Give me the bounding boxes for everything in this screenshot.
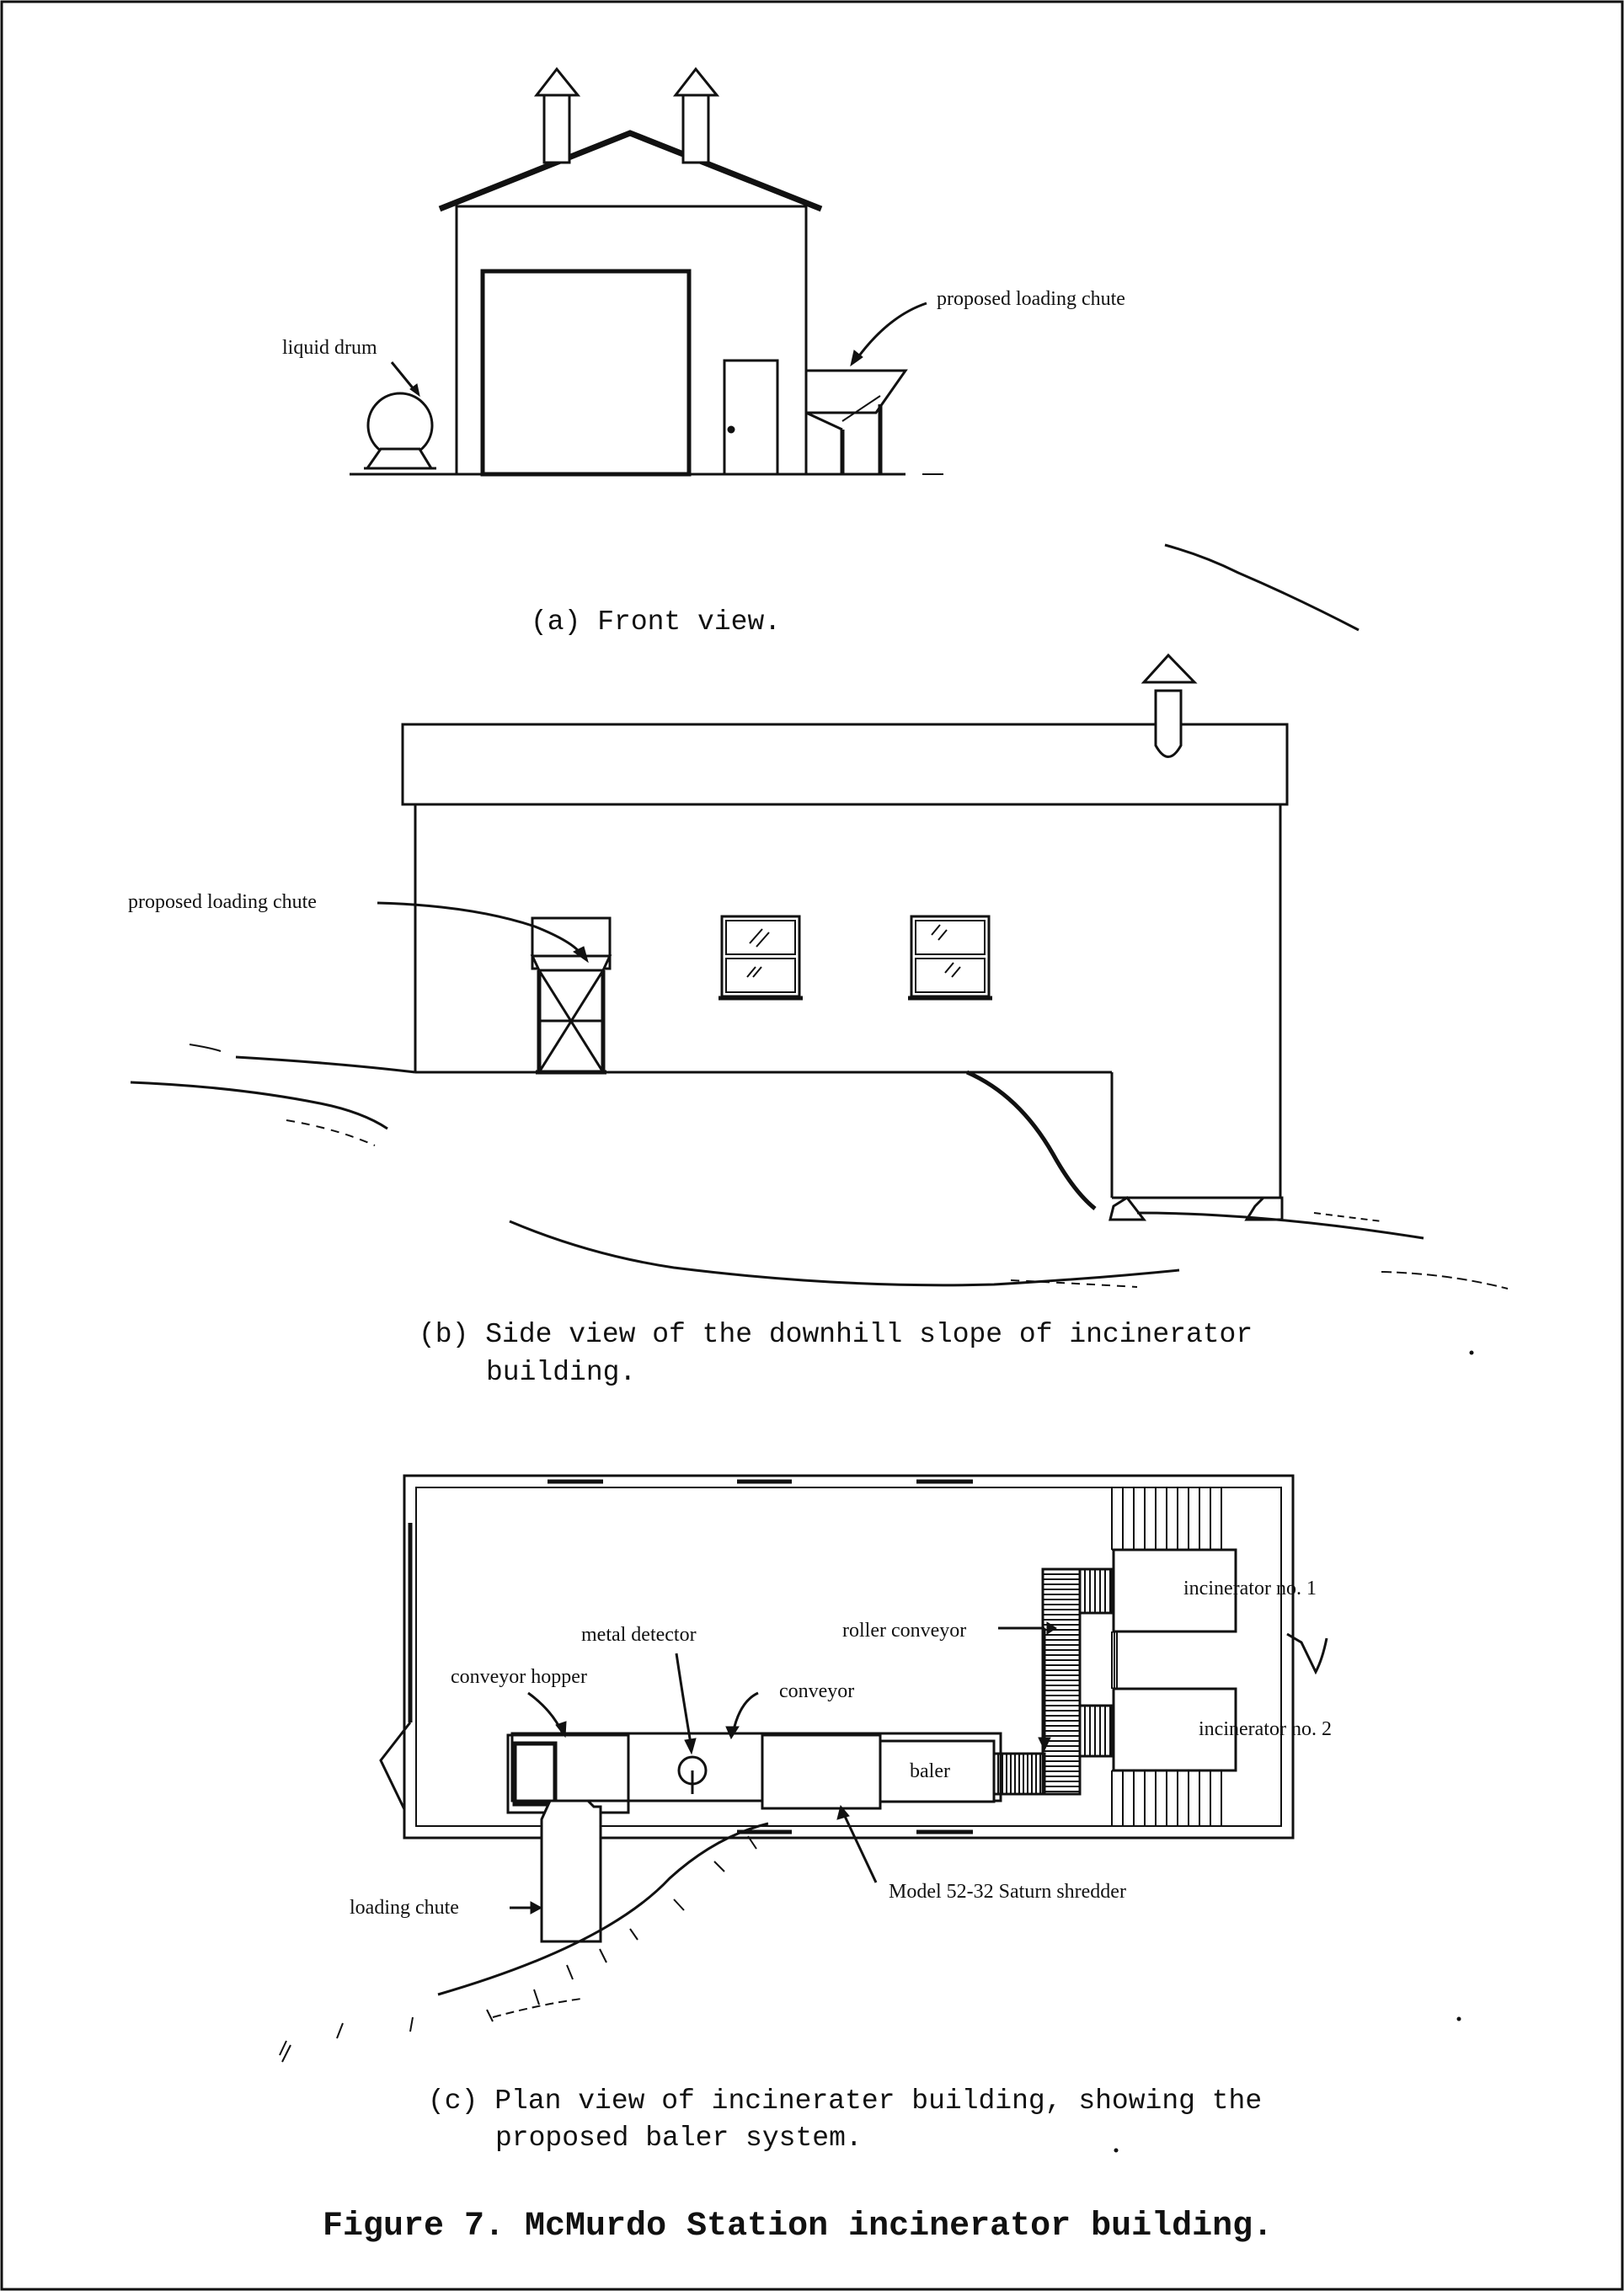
incinerator-2 — [1112, 1687, 1237, 1772]
front-view-drawing: liquid drum proposed loading chute — [282, 67, 1360, 632]
baler-label: baler — [910, 1760, 950, 1782]
plan-view-caption-line2: proposed baler system. — [495, 2123, 863, 2154]
conveyor-hopper-label: conveyor hopper — [451, 1666, 587, 1688]
plan-view-drawing: metal detector roller conveyor conveyor … — [279, 1474, 1332, 2063]
liquid-drum-arrow — [390, 361, 416, 391]
door-knob — [727, 425, 735, 434]
front-hill-line — [1164, 543, 1360, 632]
side-vent-stack — [1141, 653, 1198, 758]
plan-view-caption-line1: (c) Plan view of incinerater building, s… — [428, 2085, 1262, 2117]
side-chute-arrow — [377, 901, 583, 955]
plan-outer-wall — [403, 1474, 1295, 1840]
garage-door — [480, 269, 692, 477]
vent-stack-left — [533, 67, 581, 164]
front-chute-arrow — [856, 302, 927, 359]
vent-stack-right — [672, 67, 720, 164]
liquid-drum-label: liquid drum — [282, 337, 377, 359]
plan-loading-chute — [540, 1799, 602, 1943]
figure-caption: Figure 7. McMurdo Station incinerator bu… — [323, 2208, 1273, 2246]
baler — [879, 1739, 996, 1803]
hill-contour — [509, 1220, 1180, 1287]
front-loading-chute — [804, 369, 908, 474]
incinerator-2-label: incinerator no. 2 — [1199, 1718, 1332, 1740]
loading-chute-label: loading chute — [350, 1897, 459, 1919]
front-view-caption: (a) Front view. — [531, 606, 781, 638]
incinerator-1 — [1112, 1548, 1237, 1633]
front-chute-label: proposed loading chute — [937, 288, 1125, 310]
incinerator-grating — [1111, 1487, 1230, 1827]
plan-left-door — [379, 1722, 412, 1810]
side-roof-slab — [401, 723, 1289, 806]
side-view-caption-line1: (b) Side view of the downhill slope of i… — [419, 1319, 1253, 1350]
roller-conveyor-label: roller conveyor — [842, 1620, 966, 1642]
side-view-drawing: proposed loading chute — [128, 653, 1509, 1290]
conveyor-body — [510, 1732, 1002, 1802]
plan-hill-contour — [437, 1822, 769, 1996]
conveyor-label: conveyor — [779, 1680, 854, 1702]
personnel-door — [723, 359, 779, 476]
shredder-label: Model 52-32 Saturn shredder — [889, 1881, 1126, 1903]
saturn-shredder — [761, 1733, 882, 1810]
side-window-2 — [908, 915, 992, 1001]
incinerator-1-label: incinerator no. 1 — [1183, 1578, 1317, 1599]
front-building-wall — [455, 205, 808, 476]
metal-detector-label: metal detector — [581, 1624, 697, 1646]
front-roof — [438, 130, 823, 212]
side-window-1 — [719, 915, 803, 1001]
side-chute-label: proposed loading chute — [128, 891, 317, 913]
downhill-slope — [966, 1070, 1097, 1210]
side-loading-chute — [530, 916, 612, 1075]
roller-conveyor — [992, 1567, 1114, 1796]
liquid-drum — [364, 392, 436, 470]
side-view-caption-line2: building. — [486, 1357, 636, 1388]
plan-right-door — [1286, 1632, 1328, 1675]
